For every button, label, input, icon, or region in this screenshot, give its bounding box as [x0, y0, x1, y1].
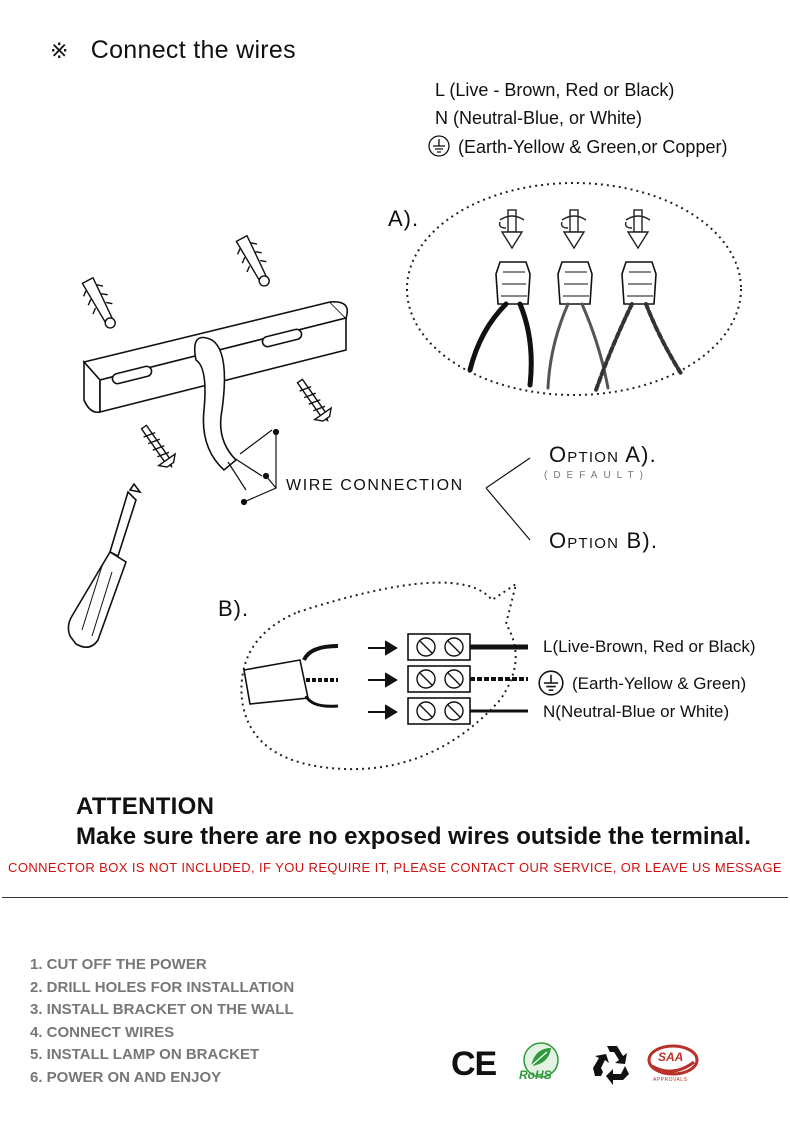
- legend-live: L (Live - Brown, Red or Black): [435, 80, 675, 100]
- rohs-leaf-icon: RoHS: [517, 1040, 563, 1084]
- section-title: ※ Connect the wires: [50, 36, 296, 65]
- saa-oval-graphic: [647, 1044, 699, 1076]
- saa-subtext: APPROVALS: [653, 1077, 688, 1083]
- legend-earth-text: (Earth-Yellow & Green,or Copper): [458, 137, 728, 157]
- arrow-icon: [368, 640, 398, 720]
- wire-nut-icon: [495, 261, 657, 305]
- saa-approval-icon: SAA APPROVALS: [646, 1044, 700, 1084]
- terminal-earth-text: (Earth-Yellow & Green): [572, 674, 747, 693]
- option-a-label: A).: [388, 206, 420, 231]
- connector-notice: CONNECTOR BOX IS NOT INCLUDED, IF YOU RE…: [8, 860, 782, 875]
- earth-ground-icon: [428, 135, 450, 157]
- cable-icon: [193, 336, 273, 491]
- option-b-heading: Option B).: [549, 528, 659, 553]
- saa-text: SAA: [658, 1050, 684, 1064]
- option-a-default-note: (DEFAULT): [544, 470, 649, 481]
- cable-end-icon: [243, 644, 339, 708]
- terminal-earth-label: (Earth-Yellow & Green): [538, 670, 746, 696]
- step-item: 2. DRILL HOLES FOR INSTALLATION: [30, 978, 295, 996]
- option-b-label: B).: [218, 596, 250, 621]
- terminal-neutral-label: N(Neutral-Blue or White): [543, 702, 730, 721]
- step-item: 6. POWER ON AND ENJOY: [30, 1068, 222, 1086]
- step-item: 1. CUT OFF THE POWER: [30, 956, 207, 973]
- legend-neutral: N (Neutral-Blue, or White): [435, 108, 643, 128]
- title-text: Connect the wires: [90, 36, 296, 64]
- reference-mark: ※: [50, 38, 69, 63]
- step-item: 4. CONNECT WIRES: [30, 1023, 175, 1041]
- attention-heading: ATTENTION: [76, 793, 215, 820]
- wire-connection-label: WIRE CONNECTION: [286, 477, 464, 494]
- wire-connection-leaders: [240, 428, 531, 541]
- screw-icon: [140, 378, 333, 469]
- twist-arrow-icon: [498, 209, 651, 250]
- step-item: 3. INSTALL BRACKET ON THE WALL: [30, 1001, 294, 1019]
- rohs-leaf-graphic: [523, 1042, 559, 1078]
- divider: [2, 897, 788, 898]
- recycle-icon: [593, 1046, 629, 1085]
- option-a-bubble: [406, 182, 742, 396]
- wall-anchor-icon: [81, 234, 270, 329]
- twisted-wires: [467, 301, 684, 392]
- step-item: 5. INSTALL LAMP ON BRACKET: [30, 1046, 260, 1064]
- terminal-block-icon: [407, 633, 471, 725]
- screwdriver-icon: [67, 482, 142, 648]
- option-a-heading: Option A).: [549, 442, 657, 467]
- ce-mark-icon: CE: [451, 1045, 497, 1083]
- earth-ground-icon: [538, 670, 564, 696]
- rohs-text: RoHS: [519, 1068, 552, 1082]
- attention-body: Make sure there are no exposed wires out…: [76, 823, 751, 850]
- legend-earth: (Earth-Yellow & Green,or Copper): [428, 135, 727, 158]
- output-wires: [470, 644, 528, 713]
- installation-steps: 1. CUT OFF THE POWER 2. DRILL HOLES FOR …: [30, 954, 294, 1090]
- terminal-live-label: L(Live-Brown, Red or Black): [543, 637, 756, 656]
